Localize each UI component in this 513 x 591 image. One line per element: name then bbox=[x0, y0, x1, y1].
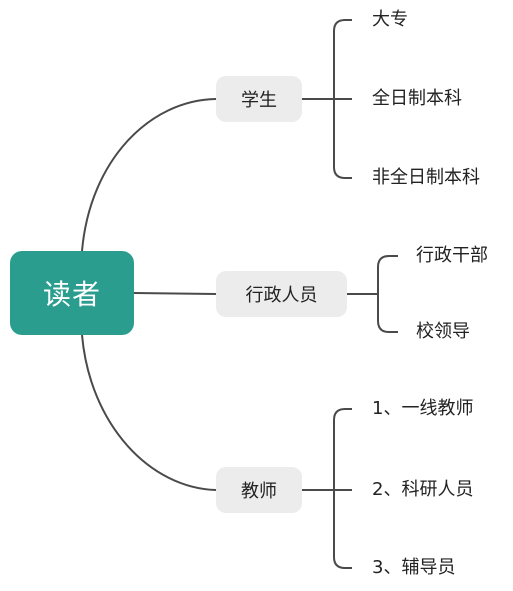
branch-node-label: 教师 bbox=[241, 481, 277, 502]
connector-root-admin bbox=[133, 292, 217, 295]
connector-root-teacher bbox=[81, 334, 217, 491]
leaf-node-counselors: 3、辅导员 bbox=[372, 557, 456, 578]
leaf-node-junior-college: 大专 bbox=[372, 9, 408, 30]
branch-node-admin-staff: 行政人员 bbox=[216, 271, 347, 317]
leaf-node-researchers: 2、科研人员 bbox=[372, 479, 474, 500]
connector-admin-bracket bbox=[347, 255, 398, 333]
leaf-node-fulltime-undergrad: 全日制本科 bbox=[372, 88, 462, 109]
leaf-node-parttime-undergrad: 非全日制本科 bbox=[372, 167, 480, 188]
connector-teacher-bracket bbox=[302, 408, 352, 569]
branch-node-teachers: 教师 bbox=[216, 467, 302, 513]
root-node-label: 读者 bbox=[42, 278, 101, 311]
branch-node-label: 学生 bbox=[241, 90, 277, 111]
branch-node-students: 学生 bbox=[216, 76, 302, 122]
leaf-node-school-leaders: 校领导 bbox=[416, 321, 470, 342]
connector-student-bracket bbox=[302, 19, 352, 179]
leaf-node-frontline-teachers: 1、一线教师 bbox=[372, 398, 474, 419]
leaf-node-admin-cadres: 行政干部 bbox=[416, 245, 488, 266]
connector-root-student bbox=[81, 98, 217, 252]
root-node-readers: 读者 bbox=[10, 251, 134, 335]
branch-node-label: 行政人员 bbox=[245, 285, 318, 306]
